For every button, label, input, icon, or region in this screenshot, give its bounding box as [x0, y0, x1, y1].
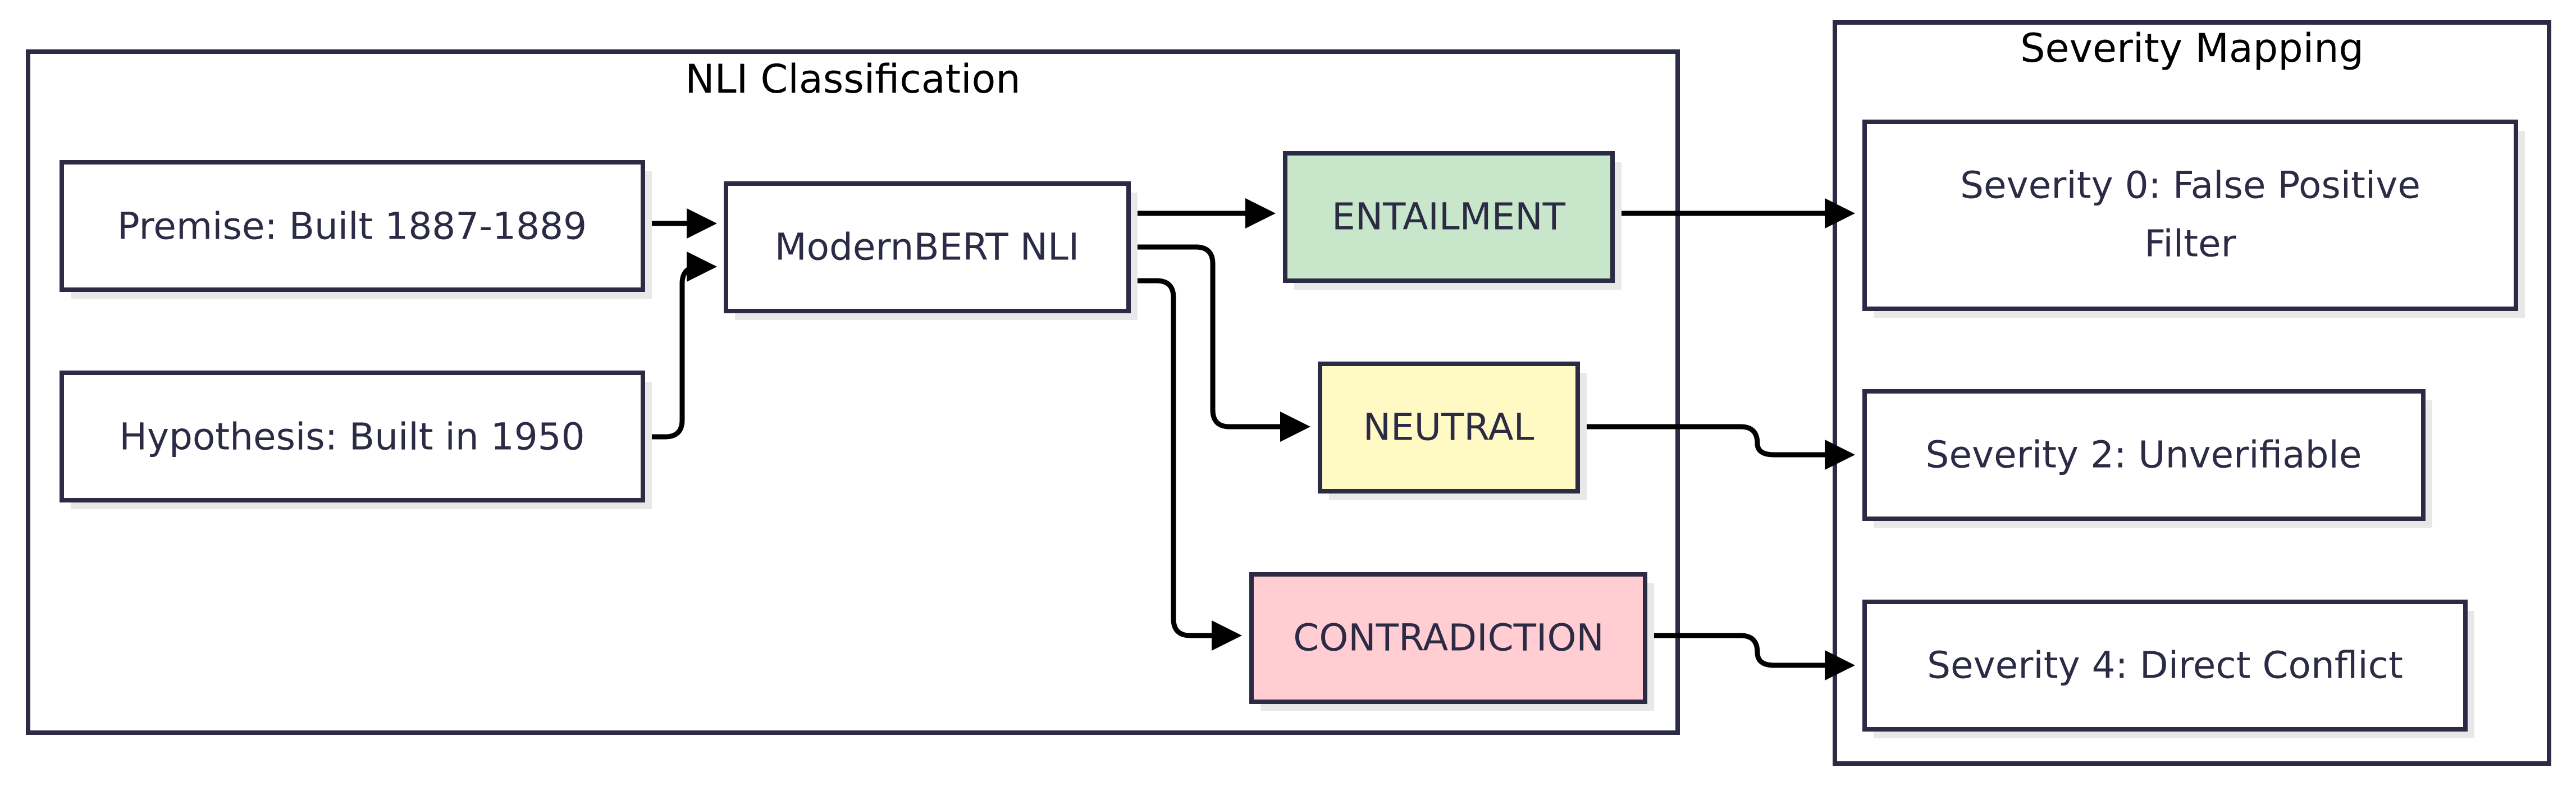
premise-label: Premise: Built 1887-1889: [117, 205, 587, 248]
entailment-node: ENTAILMENT: [1283, 151, 1622, 290]
severity-0-label-line2: Filter: [2144, 222, 2236, 266]
modernbert-nli-label: ModernBERT NLI: [775, 226, 1080, 269]
contradiction-node: CONTRADICTION: [1249, 572, 1654, 711]
entailment-label: ENTAILMENT: [1332, 195, 1566, 239]
severity-mapping-title: Severity Mapping: [2020, 25, 2364, 71]
neutral-node: NEUTRAL: [1318, 362, 1587, 500]
edge-neutral-to-severity2: [1578, 424, 1855, 470]
edge-model-to-contradiction: [1129, 278, 1242, 651]
hypothesis-node: Hypothesis: Built in 1950: [60, 371, 652, 509]
severity-2-node: Severity 2: Unverifiable: [1862, 389, 2432, 528]
nli-classification-title: NLI Classification: [685, 56, 1020, 102]
edge-hypothesis-to-model: [643, 252, 717, 440]
contradiction-label: CONTRADICTION: [1293, 616, 1604, 660]
severity-2-label: Severity 2: Unverifiable: [1926, 433, 2362, 477]
severity-4-node: Severity 4: Direct Conflict: [1862, 600, 2474, 738]
severity-0-node: Severity 0: False Positive Filter: [1862, 120, 2525, 318]
hypothesis-label: Hypothesis: Built in 1950: [119, 415, 584, 459]
edge-contradiction-to-severity4: [1645, 633, 1855, 680]
edge-model-to-neutral: [1129, 244, 1310, 442]
severity-4-label: Severity 4: Direct Conflict: [1927, 644, 2403, 687]
neutral-label: NEUTRAL: [1363, 406, 1534, 449]
severity-0-label-line1: Severity 0: False Positive: [1960, 164, 2420, 207]
modernbert-nli-node: ModernBERT NLI: [724, 181, 1138, 320]
premise-node: Premise: Built 1887-1889: [60, 160, 652, 299]
